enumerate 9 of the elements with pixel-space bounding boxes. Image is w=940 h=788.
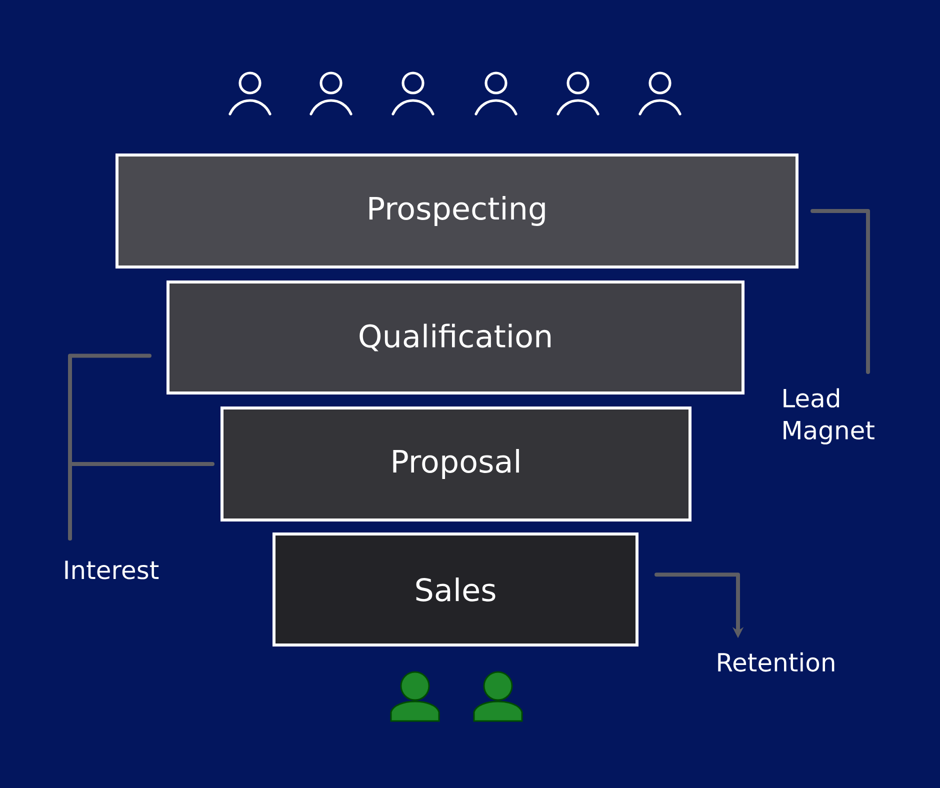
annotation-text: Retention: [718, 652, 834, 672]
annotation-text: Interest: [65, 560, 159, 580]
funnel-stage-box: Prospecting: [116, 154, 798, 268]
annotation-text: Lead Magnet: [784, 388, 874, 444]
funnel-stage-box: Proposal: [220, 406, 692, 522]
leader-line: [810, 209, 870, 374]
leader-line: [68, 462, 214, 541]
funnel-stage-box: Sales: [272, 532, 638, 646]
funnel-stage-box: Qualification: [166, 280, 744, 394]
